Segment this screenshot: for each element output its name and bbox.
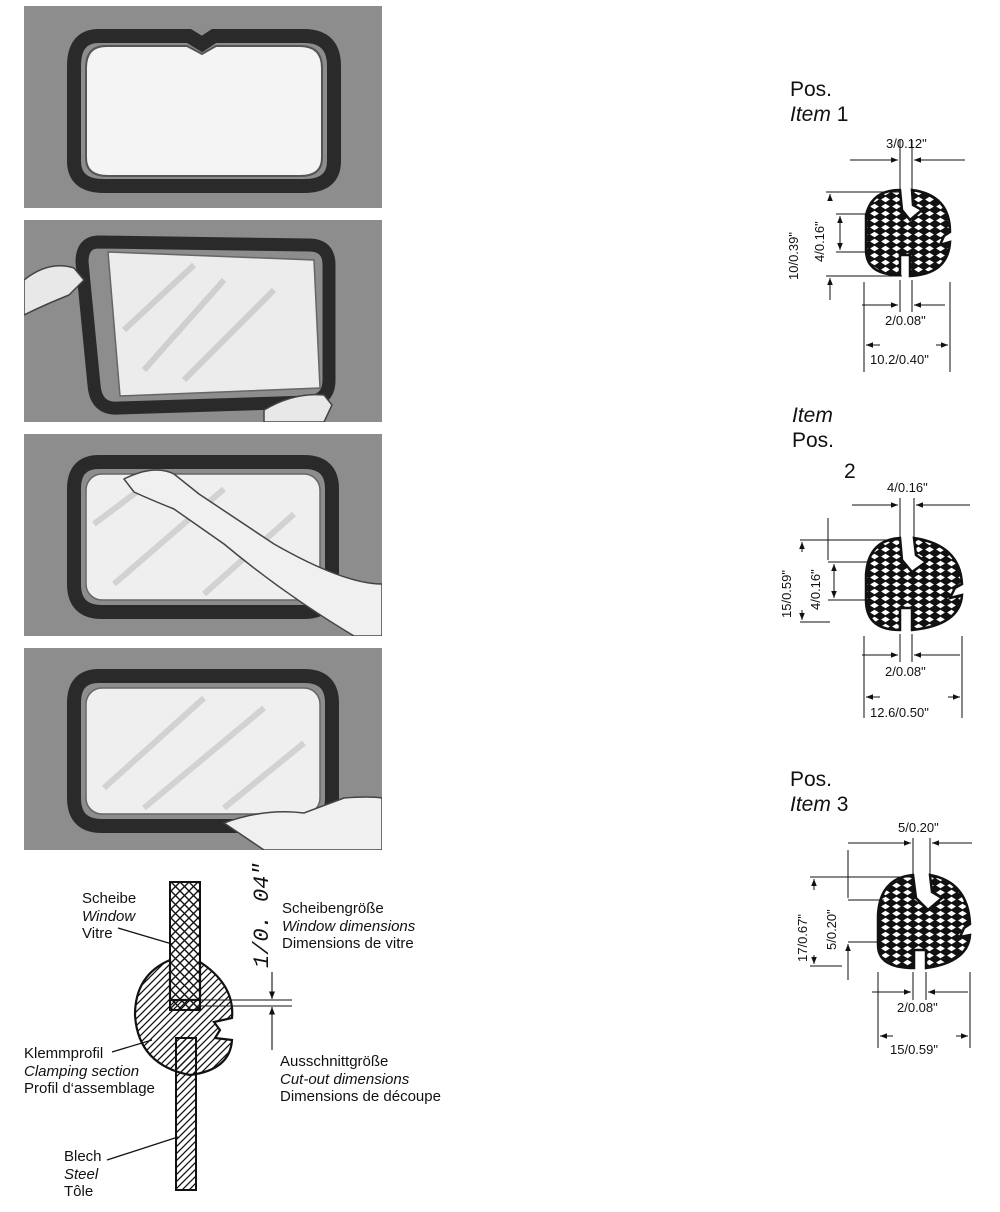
photo-step-3-pull-cord bbox=[24, 434, 382, 636]
steel-label-fr: Tôle bbox=[64, 1183, 94, 1201]
window-dimensions-label-de: Scheibengröße bbox=[282, 900, 384, 917]
window-label-fr: Vitre bbox=[82, 925, 113, 943]
window-label-de: Scheibe bbox=[82, 890, 137, 907]
item-3-pos-label: Pos. bbox=[790, 768, 833, 791]
item-3-header: Pos. Item 3 bbox=[790, 768, 848, 818]
item-2-width: 12.6/0.50" bbox=[870, 705, 929, 720]
item-1-item-label: Item bbox=[790, 102, 831, 126]
clamping-section-label-en: Clamping section bbox=[24, 1062, 140, 1080]
item-3-height: 17/0.67" bbox=[795, 914, 810, 962]
item-1-bottom-gap: 2/0.08" bbox=[885, 313, 926, 328]
item-3-width: 15/0.59" bbox=[890, 1042, 938, 1057]
item-3-inner-height: 5/0.20" bbox=[824, 909, 839, 950]
window-label-en: Window bbox=[82, 907, 136, 925]
cutout-dimensions-label-fr: Dimensions de découpe bbox=[280, 1088, 441, 1106]
window-dimensions-label-fr: Dimensions de vitre bbox=[282, 935, 414, 953]
clamping-section-label-fr: Profil d‘assemblage bbox=[24, 1080, 155, 1098]
item-3-number: 3 bbox=[836, 792, 849, 816]
item-1-width: 10.2/0.40" bbox=[870, 352, 929, 367]
item-1-pos-label: Pos. bbox=[790, 78, 833, 101]
item-2-pos-label: Pos. bbox=[792, 428, 835, 452]
photo-step-4-finish-seal bbox=[24, 648, 382, 850]
clamping-profile bbox=[133, 958, 234, 1077]
steel-label-en: Steel bbox=[64, 1165, 99, 1183]
item-1-top-gap: 3/0.12" bbox=[886, 136, 927, 151]
steel-label-de: Blech bbox=[64, 1148, 102, 1165]
clamping-section-label-de: Klemmprofil bbox=[24, 1045, 104, 1062]
steel-sheet bbox=[175, 1037, 197, 1191]
window-pane bbox=[169, 881, 201, 1011]
item-2-bottom-gap: 2/0.08" bbox=[885, 664, 926, 679]
item-2-top-gap: 4/0.16" bbox=[887, 480, 928, 495]
item-1-number: 1 bbox=[836, 102, 849, 126]
item-2-item-label: Item bbox=[792, 404, 833, 427]
item-1-header: Pos. Item 1 bbox=[790, 78, 848, 128]
photo-step-2-insert-glass bbox=[24, 220, 382, 422]
item-3-item-label: Item bbox=[790, 792, 831, 816]
cutout-dimensions-label-de: Ausschnittgröße bbox=[280, 1053, 389, 1070]
photo-step-1-rubber-seal bbox=[24, 6, 382, 208]
cutout-dimensions-label-en: Cut-out dimensions bbox=[280, 1070, 410, 1088]
window-dimensions-label-en: Window dimensions bbox=[282, 917, 416, 935]
item-3-top-gap: 5/0.20" bbox=[898, 820, 939, 835]
item-3-bottom-gap: 2/0.08" bbox=[897, 1000, 938, 1015]
item-2-header: Item Pos. bbox=[792, 404, 834, 454]
item-2-number: 2 bbox=[844, 460, 856, 483]
